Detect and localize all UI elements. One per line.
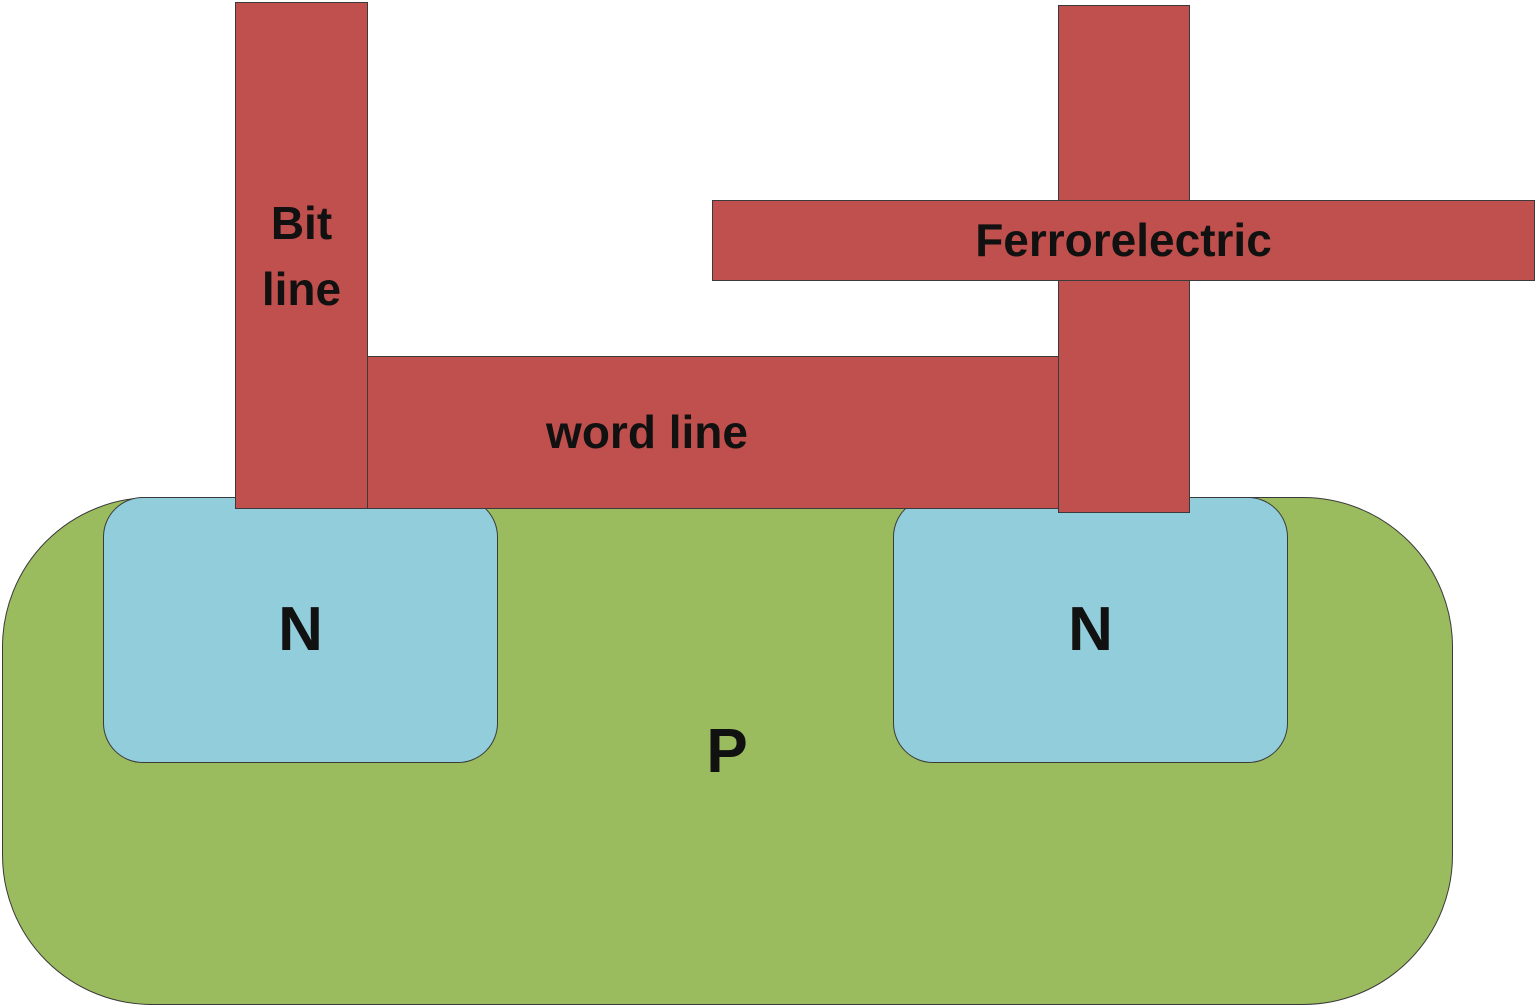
ferroelectric-label: Ferrorelectric xyxy=(975,214,1272,266)
n-well-right-region xyxy=(893,497,1288,763)
n-well-left-region xyxy=(103,497,498,763)
p-label: P xyxy=(706,717,748,786)
n-left-label: N xyxy=(278,595,323,664)
bit-line-electrode xyxy=(235,2,368,509)
bit-line-label: Bit line xyxy=(261,197,342,315)
word-line-label: word line xyxy=(546,406,748,458)
word-line-electrode xyxy=(367,356,1059,509)
ferroelectric-horizontal-layer xyxy=(712,200,1535,281)
n-right-label: N xyxy=(1068,595,1113,664)
